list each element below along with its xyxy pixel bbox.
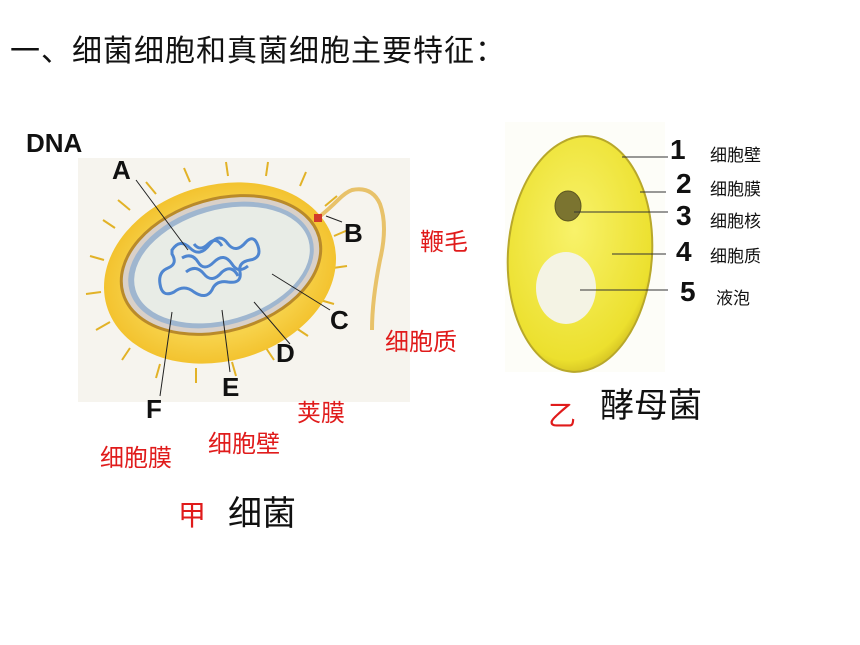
label-f: F	[146, 394, 162, 424]
yeast-label-cytoplasm: 细胞质	[710, 247, 761, 267]
yeast-cell	[505, 122, 665, 373]
yeast-num-2: 2	[676, 168, 692, 199]
label-e: E	[222, 372, 240, 402]
yeast-vacuole	[536, 252, 596, 324]
label-c: C	[330, 305, 349, 335]
yeast-label-vacuole: 液泡	[716, 289, 750, 309]
yeast-label-cell-membrane: 细胞膜	[710, 180, 761, 200]
label-d: D	[276, 338, 295, 368]
yeast-nucleus	[554, 190, 582, 222]
bacteria-caption: 细菌	[228, 494, 296, 534]
bacteria-caption-mark: 甲	[178, 499, 207, 532]
yeast-num-3: 3	[676, 200, 692, 231]
cell-membrane-label: 细胞膜	[100, 444, 172, 472]
cytoplasm-label: 细胞质	[385, 328, 457, 356]
yeast-label-nucleus: 细胞核	[710, 212, 761, 232]
dna-coil	[158, 236, 261, 297]
yeast-leader-lines	[574, 156, 668, 291]
bacterium	[85, 161, 386, 383]
dna-label: DNA	[26, 128, 83, 158]
label-b: B	[344, 218, 363, 248]
yeast-num-4: 4	[676, 236, 692, 267]
cell-wall-label: 细胞壁	[208, 430, 280, 458]
label-a: A	[112, 155, 131, 185]
slide-title: 一、细菌细胞和真菌细胞主要特征：	[10, 34, 506, 69]
yeast-num-5: 5	[680, 276, 696, 307]
flagellum-label: 鞭毛	[420, 228, 468, 256]
flagellum	[316, 187, 386, 331]
yeast-num-1: 1	[670, 134, 686, 165]
bacteria-leader-lines	[135, 179, 343, 397]
capsule-label: 荚膜	[297, 399, 345, 427]
yeast-label-cell-wall: 细胞壁	[710, 146, 761, 166]
flagellum-base	[314, 214, 322, 222]
yeast-caption-mark: 乙	[548, 399, 577, 432]
yeast-caption: 酵母菌	[600, 386, 702, 426]
